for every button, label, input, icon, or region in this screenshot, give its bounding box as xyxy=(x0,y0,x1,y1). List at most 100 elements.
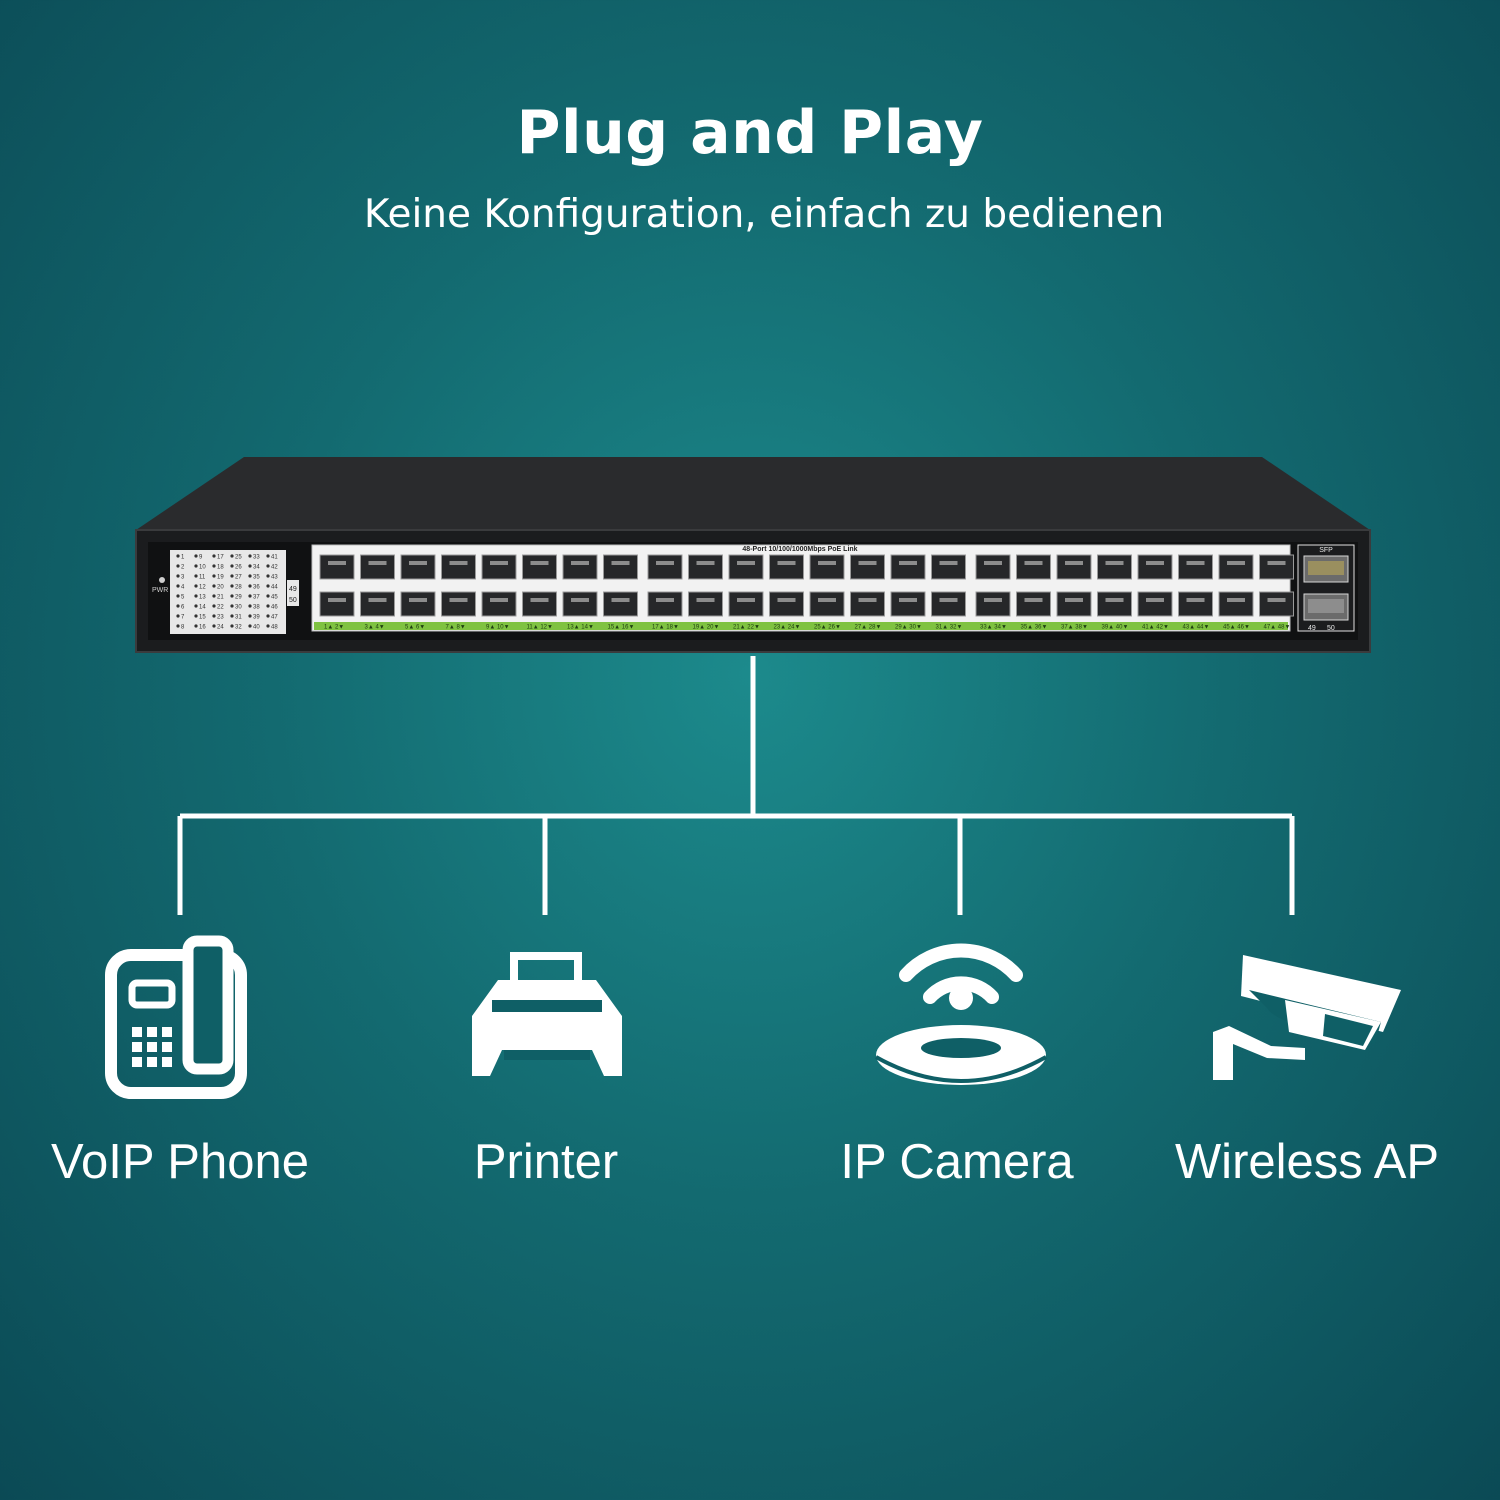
rj45-port xyxy=(769,591,804,617)
rj45-port-contacts xyxy=(899,598,917,602)
port-number-label: 21▲ 22▼ xyxy=(733,625,760,631)
port-led xyxy=(248,604,252,608)
port-number-label: 37▲ 38▼ xyxy=(1061,625,1088,631)
rj45-port xyxy=(1259,591,1294,617)
rj45-port-contacts xyxy=(939,561,958,565)
rj45-port xyxy=(441,591,476,617)
rj45-port-contacts xyxy=(1186,598,1205,602)
switch-top-surface xyxy=(136,457,1370,530)
port-number-label: 29▲ 30▼ xyxy=(895,625,922,631)
rj45-port-contacts xyxy=(449,598,468,602)
rj45-port xyxy=(522,554,557,580)
rj45-port-contacts xyxy=(1186,561,1205,565)
rj45-port xyxy=(360,554,395,580)
page-title: Plug and Play xyxy=(516,98,984,168)
led-number: 3 xyxy=(181,575,185,581)
led-number: 40 xyxy=(253,625,260,631)
port-led xyxy=(230,584,234,588)
rj45-port xyxy=(975,591,1011,617)
page-subtitle: Keine Konfiguration, einfach zu bedienen xyxy=(363,192,1165,237)
rj45-port xyxy=(319,554,355,580)
port-led xyxy=(176,594,180,598)
rj45-port xyxy=(809,591,845,617)
rj45-port xyxy=(1016,591,1051,617)
led-number: 15 xyxy=(199,615,206,621)
rj45-port xyxy=(931,591,966,617)
led-number: 41 xyxy=(271,555,278,561)
port-number-label: 35▲ 36▼ xyxy=(1021,625,1048,631)
device-label-ip-camera: IP Camera xyxy=(840,1135,1074,1189)
port-led xyxy=(230,574,234,578)
port-number-label: 25▲ 26▼ xyxy=(814,625,841,631)
led-number: 23 xyxy=(217,615,224,621)
rj45-port-contacts xyxy=(696,561,715,565)
port-led xyxy=(212,564,216,568)
rj45-port xyxy=(1218,591,1254,617)
led-number: 6 xyxy=(181,605,185,611)
led-number: 27 xyxy=(235,575,242,581)
port-label-strip xyxy=(314,622,1288,630)
port-led xyxy=(194,624,198,628)
led-number: 25 xyxy=(235,555,242,561)
wireless-ap-icon xyxy=(1213,955,1401,1080)
voip-phone-icon xyxy=(105,935,247,1099)
led-number: 21 xyxy=(217,595,224,601)
rj45-port xyxy=(850,591,885,617)
rj45-port-contacts xyxy=(490,561,508,565)
led-number: 42 xyxy=(271,565,278,571)
rj45-port-contacts xyxy=(1227,561,1245,565)
port-led xyxy=(176,604,180,608)
rj45-port xyxy=(688,591,723,617)
port-number-label: 5▲ 6▼ xyxy=(405,625,425,631)
rj45-port-contacts xyxy=(984,598,1002,602)
led-number: 37 xyxy=(253,595,260,601)
port-led xyxy=(176,574,180,578)
led-number: 18 xyxy=(217,565,224,571)
led-number: 35 xyxy=(253,575,260,581)
sfp-block: SFP 49 50 xyxy=(1297,544,1355,632)
uplink-led-block: 49 50 xyxy=(287,580,299,606)
uplink-led-50: 50 xyxy=(289,597,297,604)
rj45-port-contacts xyxy=(328,598,346,602)
rj45-port-contacts xyxy=(530,598,549,602)
port-number-label: 9▲ 10▼ xyxy=(486,625,510,631)
rj45-port xyxy=(1178,591,1213,617)
sfp-port-50-label: 50 xyxy=(1327,625,1335,632)
sfp-port-49-label: 49 xyxy=(1308,625,1316,632)
port-led xyxy=(266,614,270,618)
rj45-port-contacts xyxy=(1146,598,1164,602)
led-number: 5 xyxy=(181,595,185,601)
port-led xyxy=(230,594,234,598)
rj45-port-contacts xyxy=(777,598,796,602)
port-led xyxy=(230,554,234,558)
led-number: 17 xyxy=(217,555,224,561)
port-led xyxy=(230,564,234,568)
led-number: 24 xyxy=(217,625,224,631)
rj45-port xyxy=(1056,554,1092,580)
port-led xyxy=(176,584,180,588)
rj45-port-contacts xyxy=(1267,561,1286,565)
port-led xyxy=(176,564,180,568)
device-label-wireless-ap: Wireless AP xyxy=(1174,1135,1440,1189)
rj45-port-contacts xyxy=(737,561,755,565)
rj45-port-contacts xyxy=(818,561,836,565)
rj45-port xyxy=(647,591,683,617)
led-number: 2 xyxy=(181,565,185,571)
port-led xyxy=(212,554,216,558)
port-led xyxy=(194,614,198,618)
port-led xyxy=(194,604,198,608)
rj45-port-contacts xyxy=(409,598,427,602)
port-number-label: 1▲ 2▼ xyxy=(324,625,344,631)
rj45-port xyxy=(809,554,845,580)
port-led xyxy=(266,564,270,568)
rj45-port-contacts xyxy=(409,561,427,565)
port-number-label: 17▲ 18▼ xyxy=(652,625,679,631)
rj45-port xyxy=(850,554,885,580)
rj45-port xyxy=(562,591,598,617)
port-number-label: 7▲ 8▼ xyxy=(446,625,466,631)
rj45-port-contacts xyxy=(1105,598,1124,602)
port-number-label: 15▲ 16▼ xyxy=(608,625,635,631)
rj45-port-contacts xyxy=(490,598,508,602)
led-number: 11 xyxy=(199,575,206,581)
rj45-port-contacts xyxy=(737,598,755,602)
